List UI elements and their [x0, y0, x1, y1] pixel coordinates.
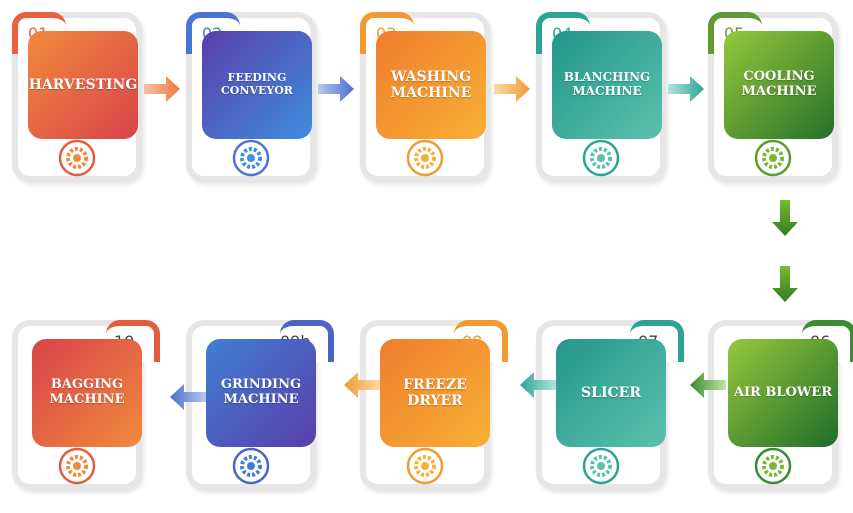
step-label-05: COOLING MACHINE [741, 69, 817, 99]
step-label-07: SLICER [581, 384, 641, 401]
gear-icon [754, 139, 792, 177]
step-label-10: BAGGING MACHINE [49, 377, 125, 407]
arrow-right-icon [144, 76, 180, 102]
gear-icon [58, 139, 96, 177]
step-panel-05: COOLING MACHINE [724, 31, 834, 139]
step-label-04: BLANCHING MACHINE [563, 70, 651, 98]
gear-icon [406, 139, 444, 177]
step-panel-01: HARVESTING [28, 31, 138, 139]
gear-icon [582, 139, 620, 177]
gear-icon [232, 139, 270, 177]
step-panel-10: BAGGING MACHINE [32, 339, 142, 447]
arrow-right-icon [318, 76, 354, 102]
gear-icon [582, 447, 620, 485]
step-label-06: AIR BLOWER [733, 384, 833, 400]
arrow-right-icon [494, 76, 530, 102]
step-card-10: 10 BAGGING MACHINE [12, 320, 160, 490]
arrow-left-icon [690, 372, 726, 398]
step-label-01: HARVESTING [28, 76, 138, 93]
step-card-04: 04 BLANCHING MACHINE [536, 12, 666, 182]
step-panel-04: BLANCHING MACHINE [552, 31, 662, 139]
gear-icon [406, 447, 444, 485]
step-card-03: 03 WASHING MACHINE [360, 12, 490, 182]
gear-icon [58, 447, 96, 485]
step-panel-08: FREEZE DRYER [380, 339, 490, 447]
arrow-down-icon [772, 200, 798, 236]
step-panel-07: SLICER [556, 339, 666, 447]
step-card-01: 01 HARVESTING [12, 12, 142, 182]
step-card-02: 02 FEEDING CONVEYOR [186, 12, 316, 182]
step-card-08: 08 FREEZE DRYER [360, 320, 508, 490]
arrow-left-icon [520, 372, 556, 398]
step-card-09b: 09b GRINDING MACHINE [186, 320, 334, 490]
gear-icon [754, 447, 792, 485]
gear-icon [232, 447, 270, 485]
step-label-02: FEEDING CONVEYOR [221, 71, 293, 97]
step-card-07: 07 SLICER [536, 320, 684, 490]
arrow-left-icon [170, 384, 206, 410]
step-card-06: 06 AIR BLOWER [708, 320, 853, 490]
step-card-05: 05 COOLING MACHINE [708, 12, 838, 182]
step-panel-09b: GRINDING MACHINE [206, 339, 316, 447]
step-label-03: WASHING MACHINE [390, 68, 472, 101]
arrow-down-icon [772, 266, 798, 302]
step-panel-06: AIR BLOWER [728, 339, 838, 447]
step-label-08: FREEZE DRYER [403, 376, 467, 409]
step-panel-03: WASHING MACHINE [376, 31, 486, 139]
step-label-09b: GRINDING MACHINE [220, 377, 302, 407]
step-panel-02: FEEDING CONVEYOR [202, 31, 312, 139]
arrow-right-icon [668, 76, 704, 102]
arrow-left-icon [344, 372, 380, 398]
